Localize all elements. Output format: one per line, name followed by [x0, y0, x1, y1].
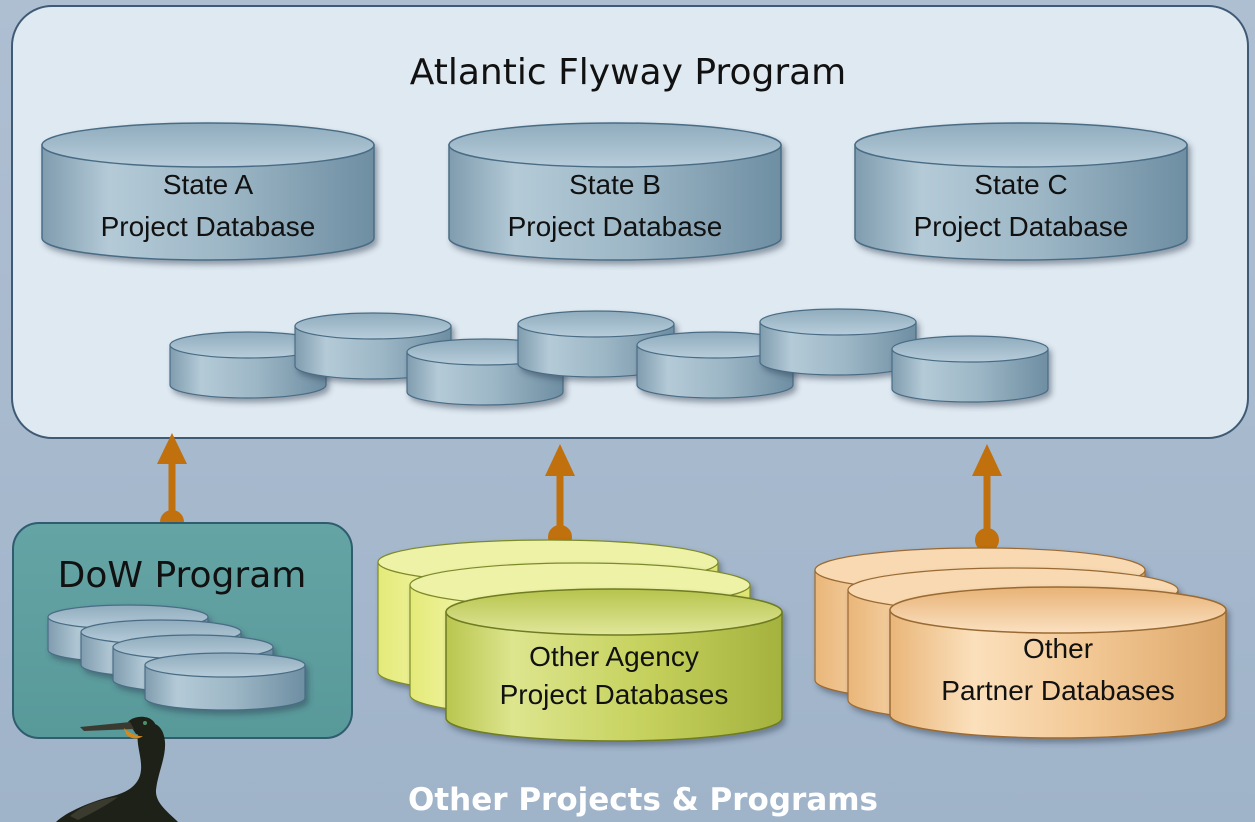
small-database — [517, 310, 675, 378]
arrow-up-icon — [545, 444, 575, 549]
state-a-label-line2: Project Database — [101, 211, 316, 242]
state-b-label-line1: State B — [569, 169, 661, 200]
agency-label-line2: Project Databases — [500, 679, 729, 710]
state-c-database — [854, 122, 1188, 261]
state-c-label-line2: Project Database — [914, 211, 1129, 242]
other-projects-label: Other Projects & Programs — [408, 782, 878, 818]
partner-label-line1: Other — [1023, 633, 1093, 664]
dow-program-title: DoW Program — [58, 555, 307, 596]
state-a-label-line1: State A — [163, 169, 254, 200]
flyway-program-title: Atlantic Flyway Program — [410, 52, 847, 93]
state-b-database — [448, 122, 782, 261]
cormorant-bird-image — [56, 716, 178, 822]
state-b-label-line2: Project Database — [508, 211, 723, 242]
arrow-up-icon — [157, 433, 187, 534]
partner-label-line2: Partner Databases — [941, 675, 1174, 706]
arrow-up-icon — [972, 444, 1002, 552]
agency-database-front — [445, 588, 783, 742]
small-database — [759, 308, 917, 376]
agency-label-line1: Other Agency — [529, 641, 699, 672]
small-database — [891, 335, 1049, 403]
state-c-label-line1: State C — [974, 169, 1067, 200]
partner-database-front — [889, 586, 1227, 739]
state-a-database — [41, 122, 375, 261]
small-database — [169, 331, 327, 399]
dow-database — [144, 652, 306, 711]
